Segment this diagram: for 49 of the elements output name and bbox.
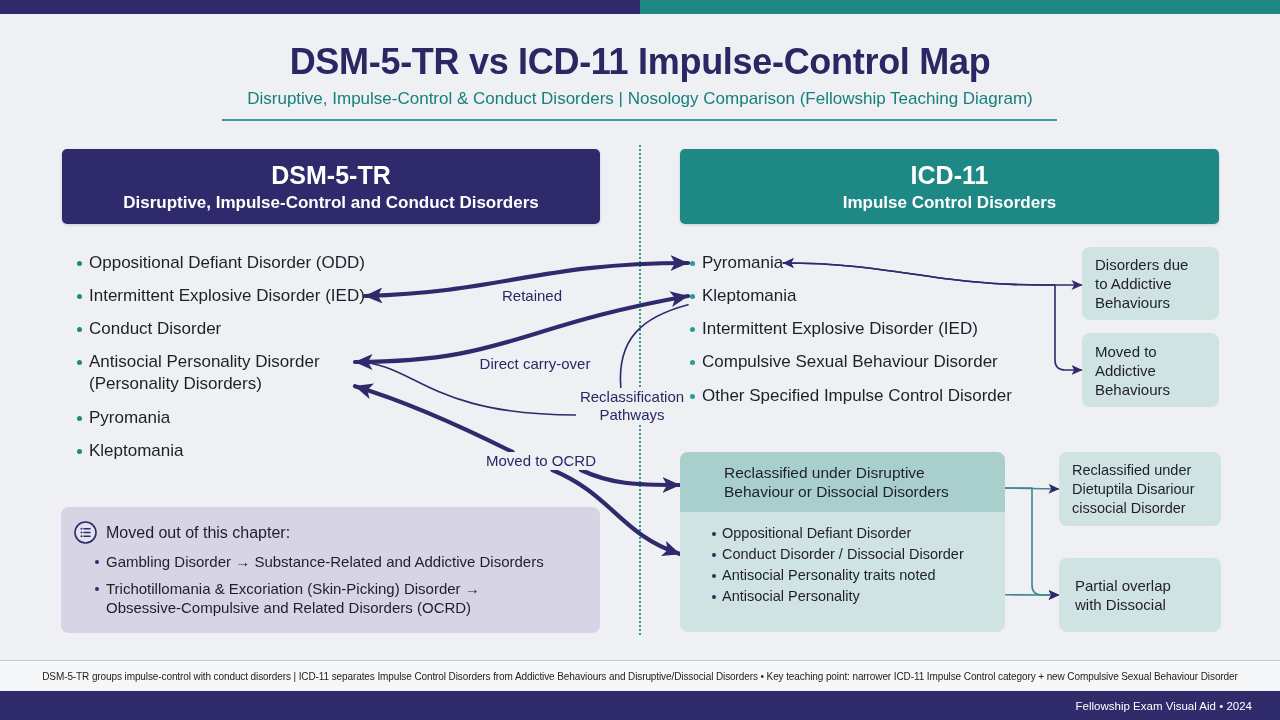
- card-text: Disorders due to Addictive Behaviours: [1095, 255, 1190, 312]
- info-card: [1059, 558, 1221, 632]
- list-item: Intermittent Explosive Disorder (IED): [75, 285, 365, 307]
- card-text: Moved to Addictive Behaviours: [1095, 341, 1172, 399]
- list-item: Other Specified Impulse Control Disorder: [688, 385, 1012, 407]
- section-subtitle: Impulse Control Disorders: [842, 191, 1057, 214]
- arrow: [352, 383, 515, 455]
- annotation-label: Moved to OCRD: [484, 452, 599, 470]
- section-subtitle: Disruptive, Impulse-Control and Conduct Disorders: [123, 191, 539, 214]
- page-title: DSM-5-TR vs ICD-11 Impulse-Control Map: [289, 40, 991, 84]
- section-header: [62, 149, 600, 224]
- list-item: Kleptomania: [688, 285, 797, 307]
- list-item: Intermittent Explosive Disorder (IED): [688, 318, 978, 340]
- list-item: Pyromania: [688, 252, 784, 274]
- footer-note: DSM-5-TR groups impulse-control with conduct disorders | ICD-11 separates Impulse Control Disorders from Addictive Behaviours and Disruptive/Dissocial Disorders • Key teaching point: narrower ICD-11 Impulse Control category + new Compulsive Sexual Behaviour Disorder: [42, 669, 1238, 683]
- arrow: [352, 291, 691, 370]
- list-item: Antisocial Personality: [711, 586, 860, 607]
- footer-credit: Fellowship Exam Visual Aid • 2024: [1075, 698, 1252, 713]
- section-title: ICD-11: [910, 159, 989, 190]
- list-item: Trichotillomania & Excoriation (Skin-Picking) Disorder → Obsessive-Compulsive and Related Disorders (OCRD): [94, 579, 554, 617]
- list-item: Compulsive Sexual Behaviour Disorder: [688, 351, 998, 373]
- arrow: [782, 258, 1083, 375]
- card-text: Partial overlap with Dissocial: [1075, 576, 1172, 614]
- band-title: Reclassified under Disruptive Behaviour or Dissocial Disorders: [724, 463, 950, 501]
- list-item: Oppositional Defiant Disorder: [711, 523, 912, 544]
- arrow: [1004, 589, 1060, 600]
- edge-label: Retained: [501, 287, 563, 305]
- arrow: [362, 255, 691, 304]
- section-header: [680, 149, 1219, 224]
- list-item: Conduct Disorder / Dissocial Disorder: [711, 544, 964, 565]
- list-item: Kleptomania: [75, 440, 184, 462]
- info-card: [1082, 247, 1219, 320]
- info-card: [1082, 333, 1219, 407]
- info-card: [1059, 452, 1221, 526]
- note-panel: [61, 507, 600, 633]
- list-panel: [680, 512, 1005, 632]
- connector-line: [619, 304, 689, 389]
- list-item: Conduct Disorder: [75, 318, 222, 340]
- list-item: Antisocial Personality Disorder (Personality Disorders): [75, 351, 355, 395]
- list-item: Gambling Disorder → Substance-Related and Addictive Disorders: [94, 552, 554, 571]
- card-text: Reclassified under Dietuptila Disariour cissocial Disorder: [1072, 460, 1196, 518]
- section-title: DSM-5-TR: [271, 159, 391, 190]
- list-item: Antisocial Personality traits noted: [711, 565, 936, 586]
- list-item: Pyromania: [75, 407, 171, 429]
- note-heading: Moved out of this chapter:: [106, 522, 291, 543]
- section-band: [680, 452, 1005, 512]
- list-item: Oppositional Defiant Disorder (ODD): [75, 252, 365, 274]
- edge-label: Direct carry-over: [478, 355, 592, 373]
- page-subtitle: Disruptive, Impulse-Control & Conduct Disorders | Nosology Comparison (Fellowship Teaching Diagram): [247, 88, 1033, 110]
